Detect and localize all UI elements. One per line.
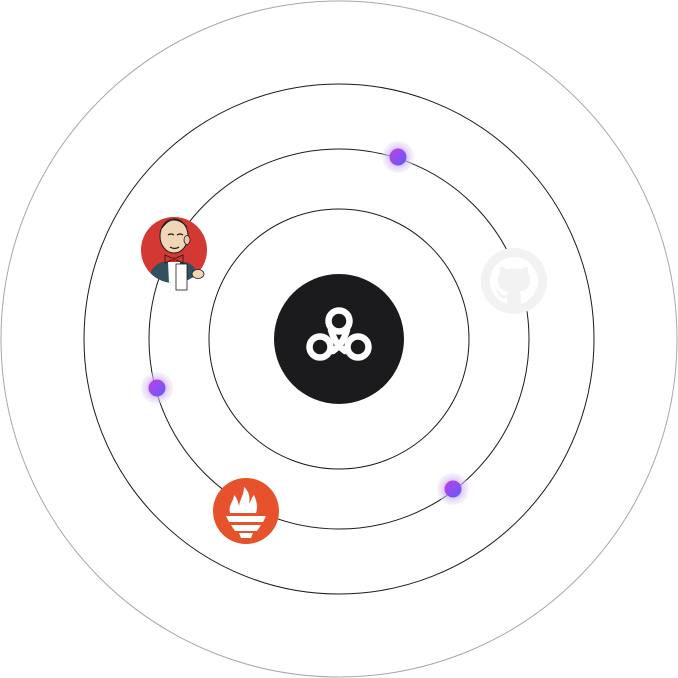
center-hub xyxy=(274,274,404,404)
prometheus-icon xyxy=(213,478,279,544)
glow-dot-left xyxy=(141,372,173,404)
github-icon xyxy=(481,248,547,314)
orbit-middle xyxy=(148,148,530,530)
orbit-inner xyxy=(208,208,470,470)
triple-loop-logo-icon xyxy=(306,307,372,361)
orbit-outer xyxy=(83,83,595,595)
glow-dot-top xyxy=(382,141,414,173)
glow-dot-right xyxy=(437,473,469,505)
jenkins-icon xyxy=(141,217,207,291)
